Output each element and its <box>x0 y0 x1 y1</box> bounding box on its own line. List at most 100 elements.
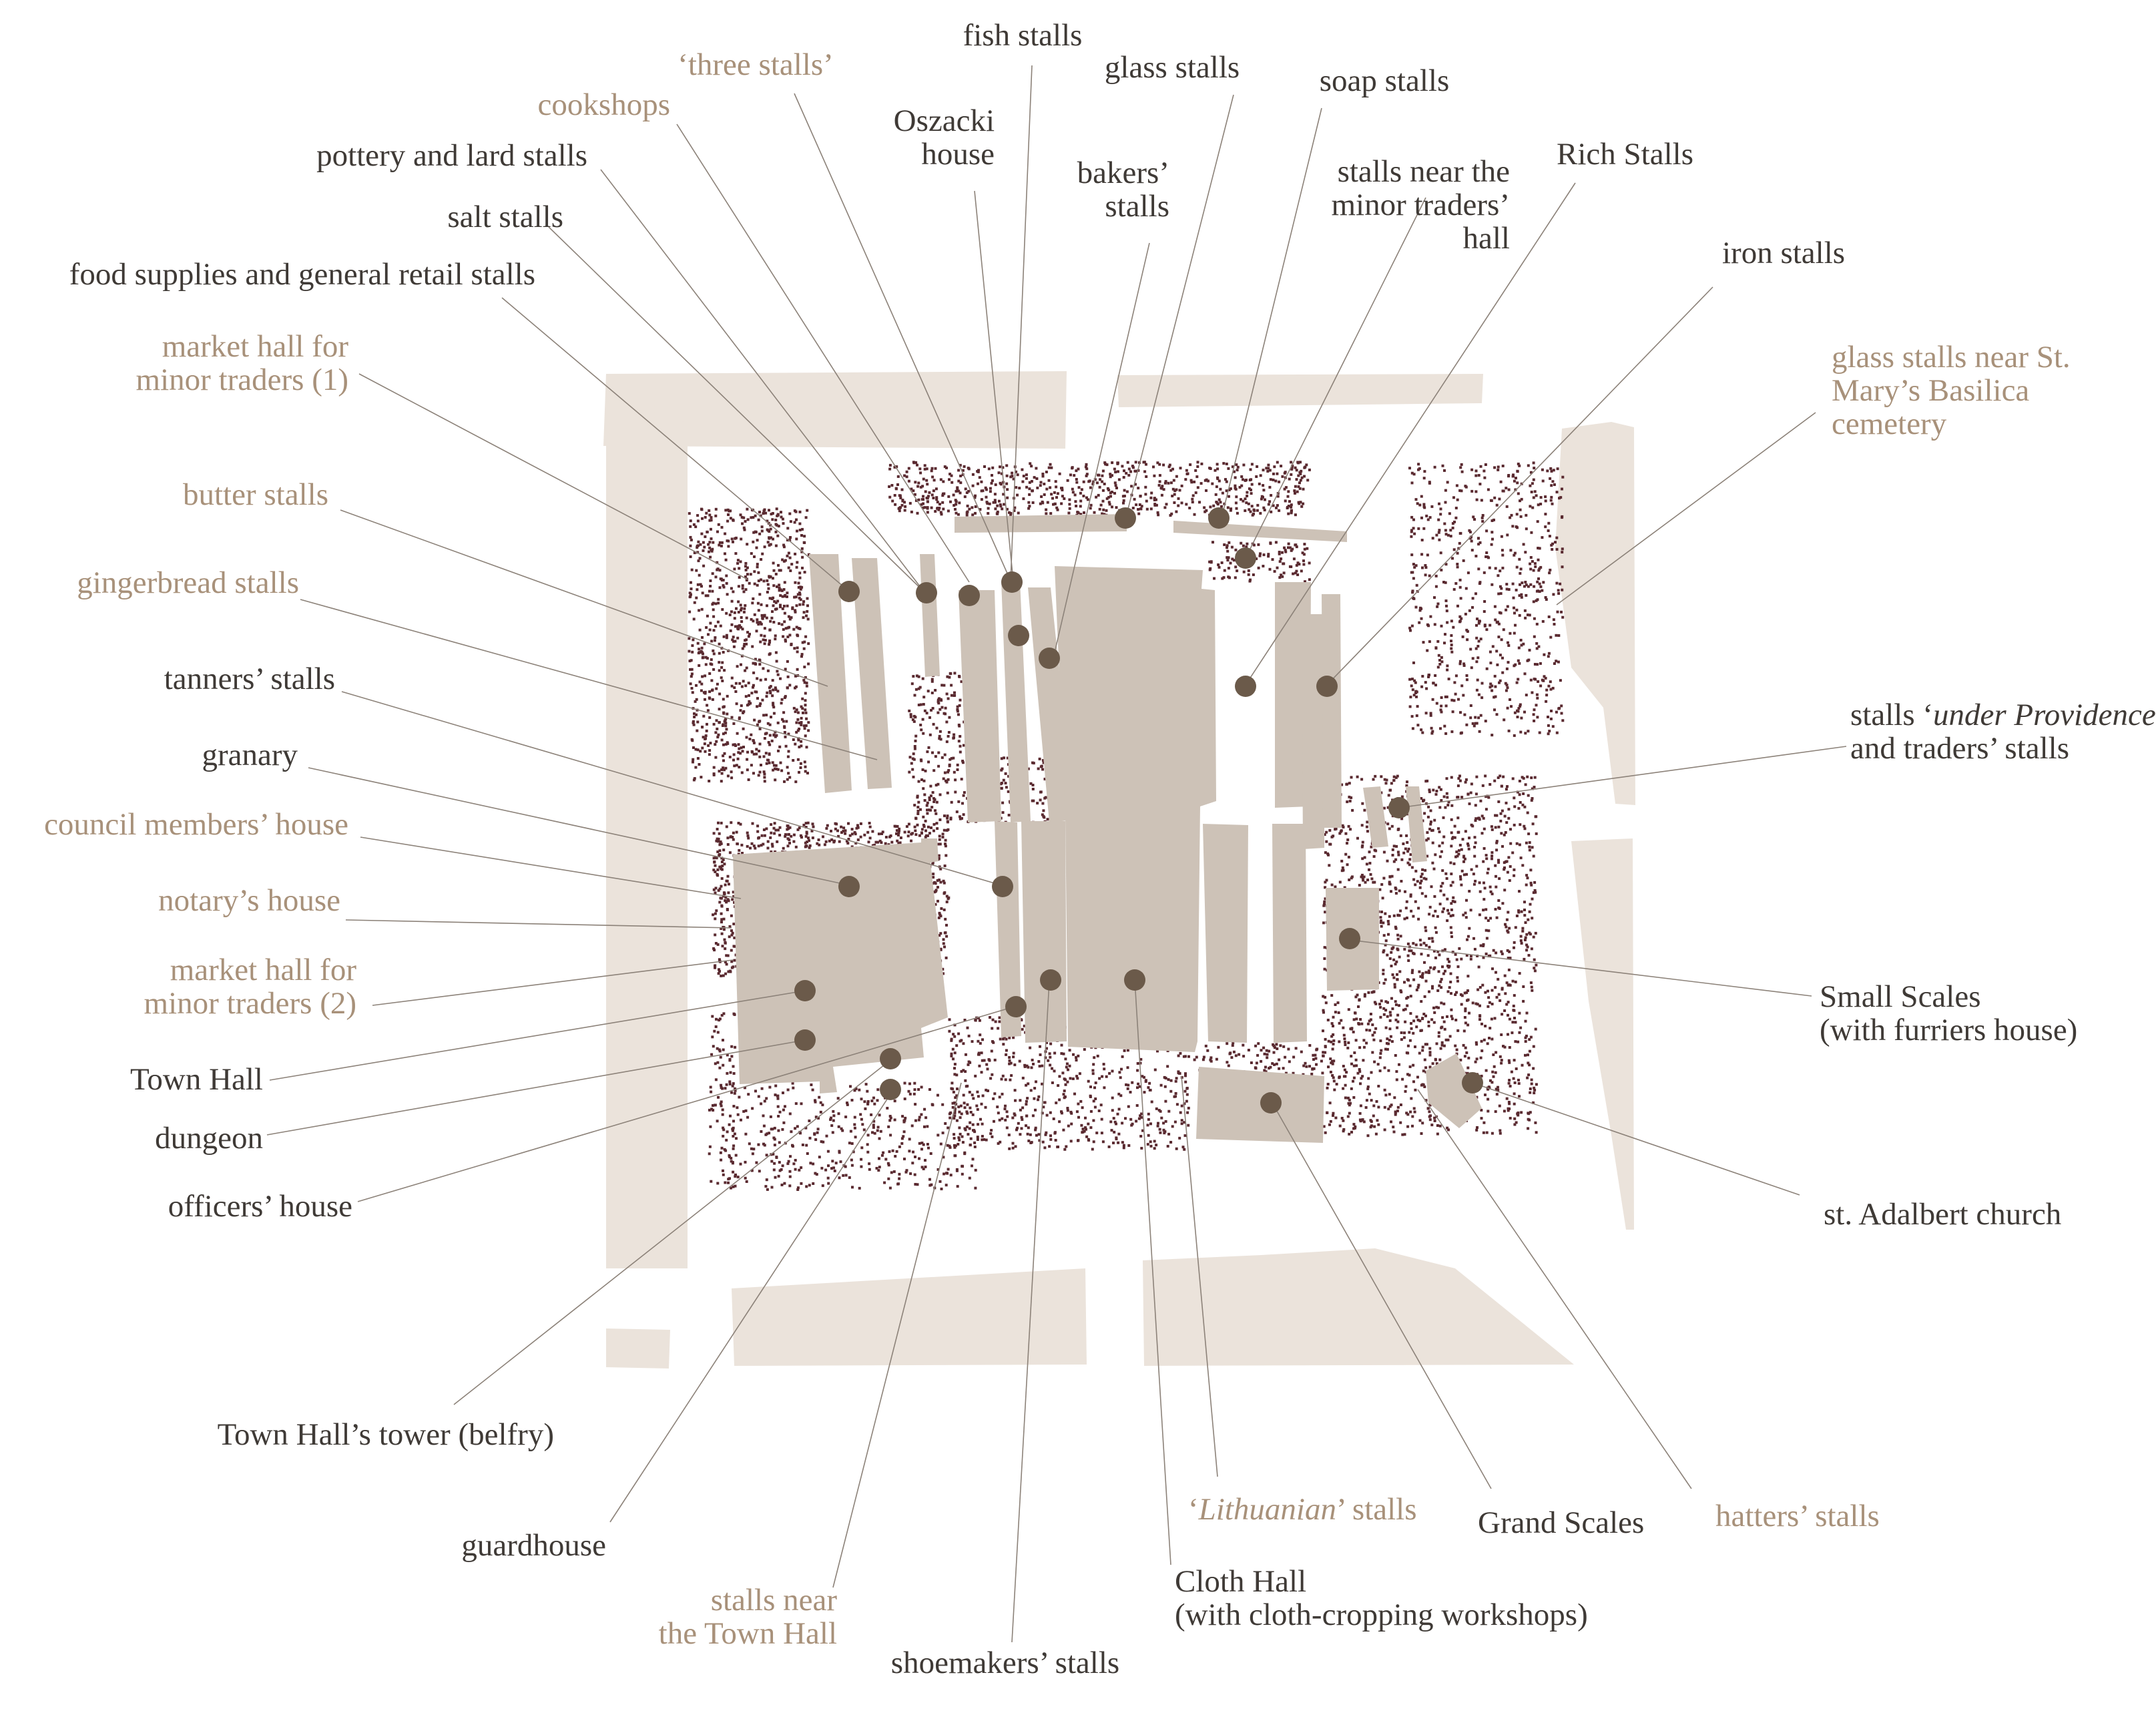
stall-dot <box>872 1096 875 1099</box>
stall-dot <box>771 610 774 613</box>
stall-dot <box>822 1140 825 1144</box>
stall-dot <box>1447 912 1450 915</box>
stall-dot <box>963 465 966 468</box>
stall-dot <box>1524 1036 1527 1039</box>
stall-dot <box>962 744 965 747</box>
stall-dot <box>994 1020 997 1023</box>
stall-dot <box>697 559 700 563</box>
stall-dot <box>1518 780 1521 782</box>
stall-dot <box>1264 498 1266 501</box>
stall-dot <box>1067 1124 1070 1128</box>
stall-dot <box>786 686 789 690</box>
stall-dot <box>1062 1093 1065 1096</box>
stall-dot <box>850 1142 854 1145</box>
stall-dot <box>754 514 757 517</box>
stall-dot <box>1365 1028 1368 1031</box>
stall-dot <box>795 626 798 629</box>
stall-dot <box>1495 885 1498 889</box>
stall-dot <box>846 842 850 845</box>
stall-dot <box>691 650 694 654</box>
stall-dot <box>1312 1067 1316 1070</box>
stall-dot <box>988 502 991 505</box>
stall-dot <box>799 585 802 589</box>
stall-dot <box>1113 481 1117 485</box>
stall-dot <box>732 1082 735 1085</box>
stall-dot <box>1076 1077 1079 1080</box>
stall-dot <box>1215 1057 1218 1061</box>
stall-dot <box>1106 487 1109 490</box>
stall-dot <box>888 835 891 838</box>
stall-dot <box>1156 461 1159 465</box>
stall-dot <box>912 675 915 678</box>
stall-dot <box>1465 1051 1468 1054</box>
stall-dot <box>971 1158 975 1161</box>
stall-dot <box>700 776 703 779</box>
stall-dot <box>942 828 946 832</box>
stall-dot <box>733 611 736 614</box>
stall-dot <box>782 635 785 638</box>
stall-dot <box>1043 483 1046 485</box>
stall-dot <box>1143 1075 1145 1079</box>
stall-dot <box>942 1156 945 1159</box>
stall-dot <box>710 516 713 519</box>
stall-dot <box>725 611 728 615</box>
stall-dot <box>1266 1056 1269 1059</box>
stall-dot <box>1139 507 1143 511</box>
stall-dot <box>979 508 982 511</box>
stall-dot <box>1505 925 1508 929</box>
stall-dot <box>1101 499 1105 503</box>
stall-dot <box>856 838 860 841</box>
stall-dot <box>1060 502 1063 505</box>
stall-dot <box>1160 493 1163 497</box>
stall-dot <box>804 708 807 712</box>
stall-dot <box>939 948 942 951</box>
stall-dot <box>772 621 776 624</box>
stall-dot <box>718 901 722 904</box>
stall-dot <box>780 698 784 701</box>
stall-dot <box>954 499 957 502</box>
stall-dot <box>758 720 762 723</box>
stall-dot <box>1402 851 1406 854</box>
stall-dot <box>998 1016 1001 1019</box>
stall-dot <box>712 832 716 835</box>
stall-dot <box>722 759 725 762</box>
stall-dot <box>777 563 780 567</box>
stall-dot <box>1179 1051 1182 1055</box>
stall-dot <box>730 949 733 952</box>
stall-dot <box>858 1088 861 1091</box>
stall-dot <box>922 703 925 706</box>
stall-dot <box>1121 495 1125 498</box>
stall-dot <box>772 768 775 772</box>
stall-dot <box>790 563 794 566</box>
stall-dot <box>942 942 945 945</box>
stall-dot <box>804 1126 808 1130</box>
stall-dot <box>1005 1110 1009 1114</box>
stall-dot <box>1294 543 1298 547</box>
stall-dot <box>800 585 804 589</box>
stall-dot <box>766 528 769 531</box>
stall-dot <box>1015 1128 1018 1132</box>
stall-dot <box>902 1120 906 1122</box>
stall-dot <box>964 1079 967 1082</box>
stall-dot <box>899 836 902 839</box>
stall-dot <box>1266 469 1270 473</box>
stall-dot <box>913 747 916 750</box>
stall-dot <box>715 1017 718 1021</box>
stall-dot <box>1033 1097 1036 1100</box>
stall-dot <box>898 1145 901 1148</box>
stall-dot <box>1095 1132 1099 1135</box>
stall-dot <box>1526 1076 1529 1079</box>
stall-dot <box>700 682 704 686</box>
stall-dot <box>732 722 736 725</box>
stall-dot <box>738 624 742 628</box>
stall-dot <box>728 756 732 758</box>
stall-dot <box>1282 1067 1285 1070</box>
stall-dot <box>1164 1077 1167 1079</box>
stall-dot <box>758 659 762 662</box>
stall-dot <box>967 1133 970 1136</box>
stall-dot <box>719 1055 722 1059</box>
stall-dot <box>1529 1091 1532 1094</box>
stall-dot <box>1073 493 1077 497</box>
stall-dot <box>765 714 768 717</box>
stall-dot <box>752 671 756 674</box>
